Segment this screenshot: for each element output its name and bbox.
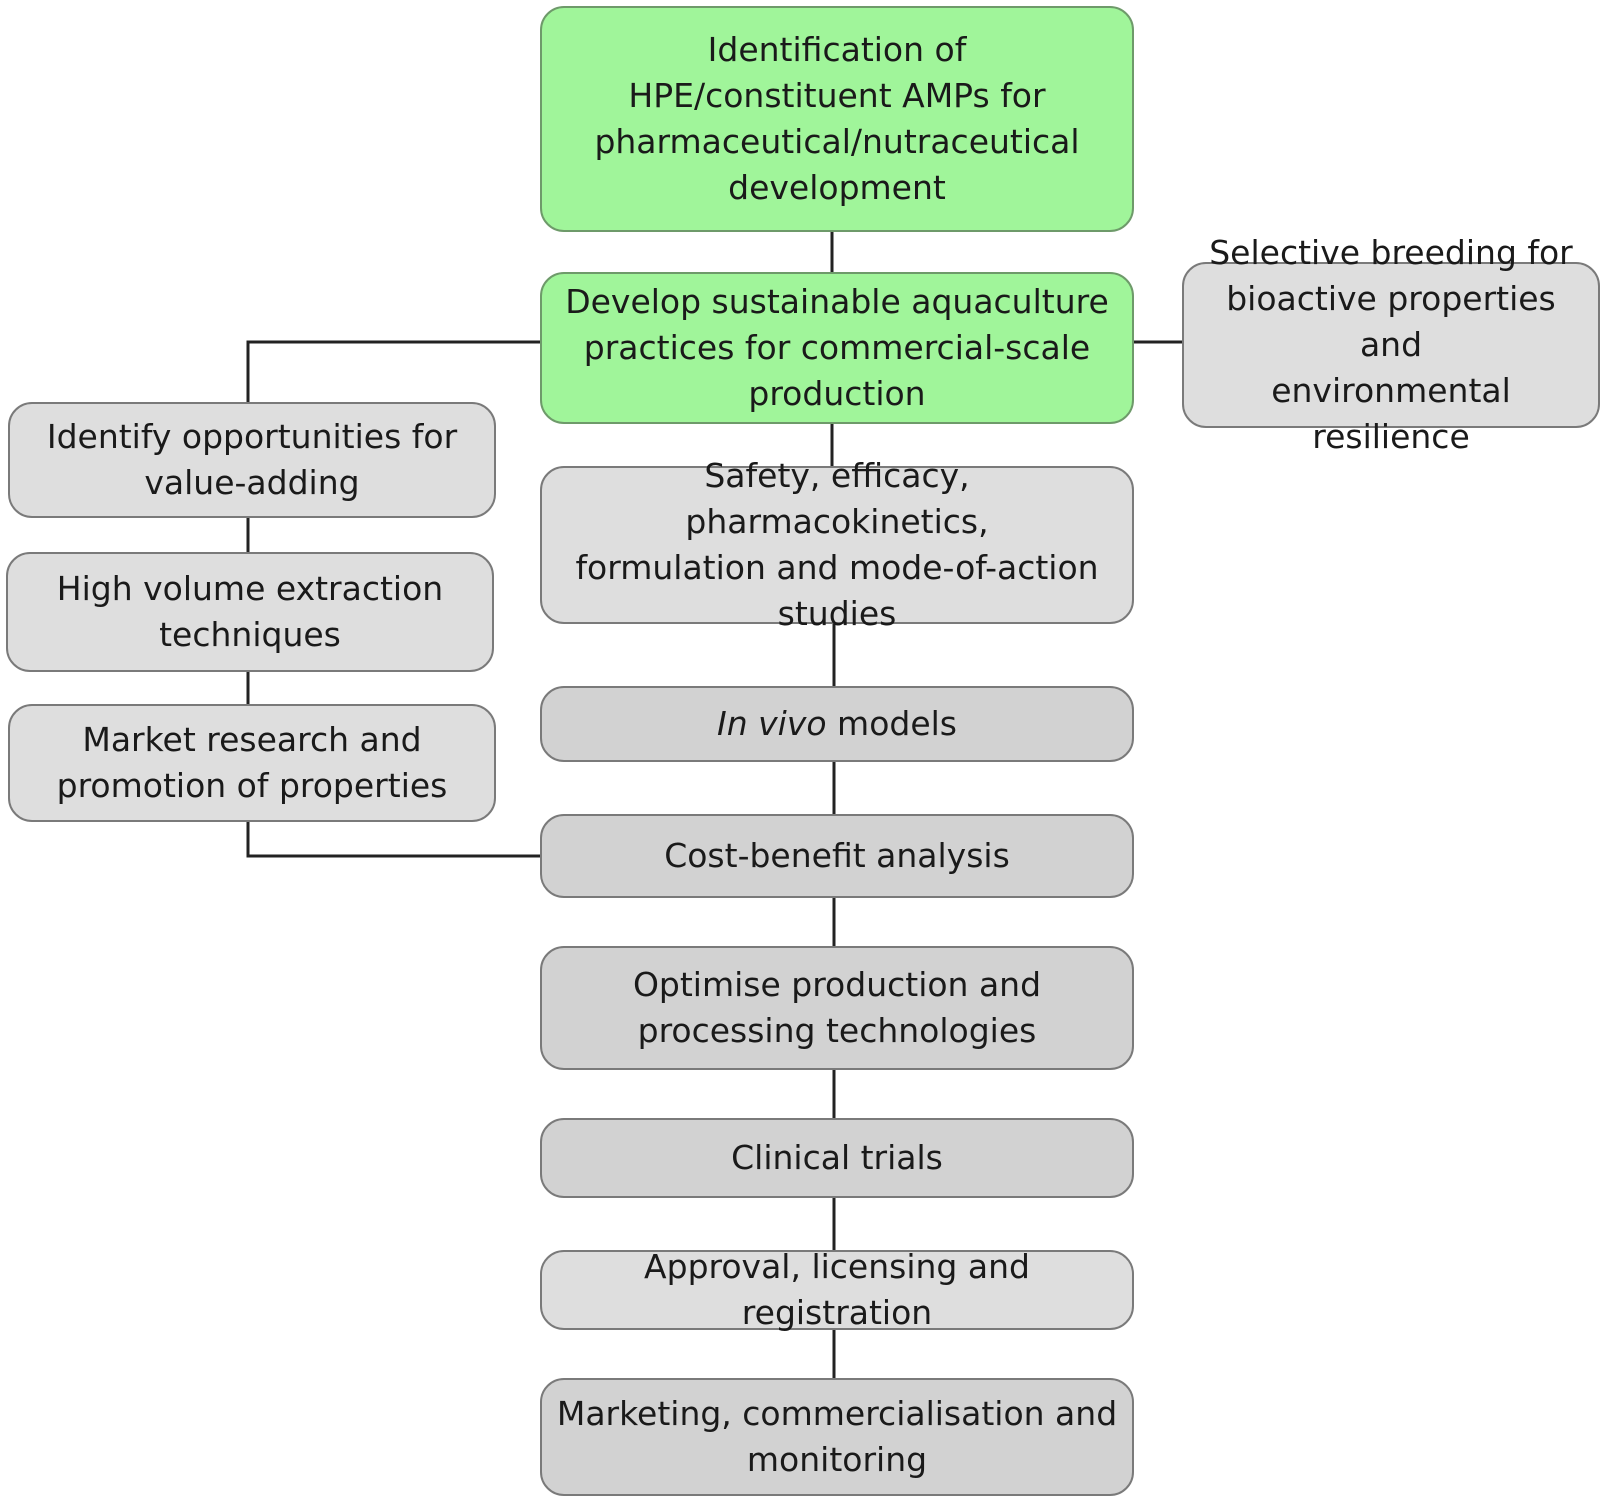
node-identification: Identification of HPE/constituent AMPs f…: [540, 6, 1134, 232]
node-clinical-trials: Clinical trials: [540, 1118, 1134, 1198]
node-extraction-label: High volume extraction techniques: [56, 569, 444, 654]
node-cost-benefit: Cost-benefit analysis: [540, 814, 1134, 898]
connector-aquaculture-to-value-adding: [246, 340, 540, 402]
node-in-vivo-label: In vivo models: [717, 701, 957, 747]
node-approval-label: Approval, licensing and registration: [644, 1247, 1030, 1332]
node-selective-breeding: Selective breeding for bioactive propert…: [1182, 233, 1600, 456]
node-cost-benefit-label: Cost-benefit analysis: [664, 836, 1010, 875]
node-aquaculture: Develop sustainable aquaculture practice…: [540, 272, 1134, 424]
connector-market-to-costbenefit: [246, 822, 540, 858]
node-market-research-label: Market research and promotion of propert…: [56, 720, 448, 805]
node-extraction: High volume extraction techniques: [6, 552, 494, 672]
node-marketing: Marketing, commercialisation and monitor…: [540, 1378, 1134, 1496]
node-value-adding-label: Identify opportunities for value-adding: [46, 417, 458, 502]
node-selective-breeding-label: Selective breeding for bioactive propert…: [1209, 233, 1573, 456]
node-value-adding: Identify opportunities for value-adding: [8, 402, 496, 518]
node-optimise: Optimise production and processing techn…: [540, 946, 1134, 1070]
node-market-research: Market research and promotion of propert…: [8, 704, 496, 822]
node-identification-label: Identification of HPE/constituent AMPs f…: [594, 30, 1080, 207]
node-in-vivo-italic: In vivo: [717, 704, 827, 743]
node-in-vivo-rest: models: [826, 704, 957, 743]
node-optimise-label: Optimise production and processing techn…: [632, 965, 1042, 1050]
node-marketing-label: Marketing, commercialisation and monitor…: [556, 1394, 1118, 1479]
node-approval: Approval, licensing and registration: [540, 1247, 1134, 1332]
node-clinical-trials-label: Clinical trials: [731, 1138, 943, 1177]
node-aquaculture-label: Develop sustainable aquaculture practice…: [565, 282, 1109, 413]
node-safety-studies-label: Safety, efficacy, pharmacokinetics, form…: [575, 456, 1099, 633]
node-safety-studies: Safety, efficacy, pharmacokinetics, form…: [540, 456, 1134, 633]
node-in-vivo: In vivo models: [540, 686, 1134, 762]
